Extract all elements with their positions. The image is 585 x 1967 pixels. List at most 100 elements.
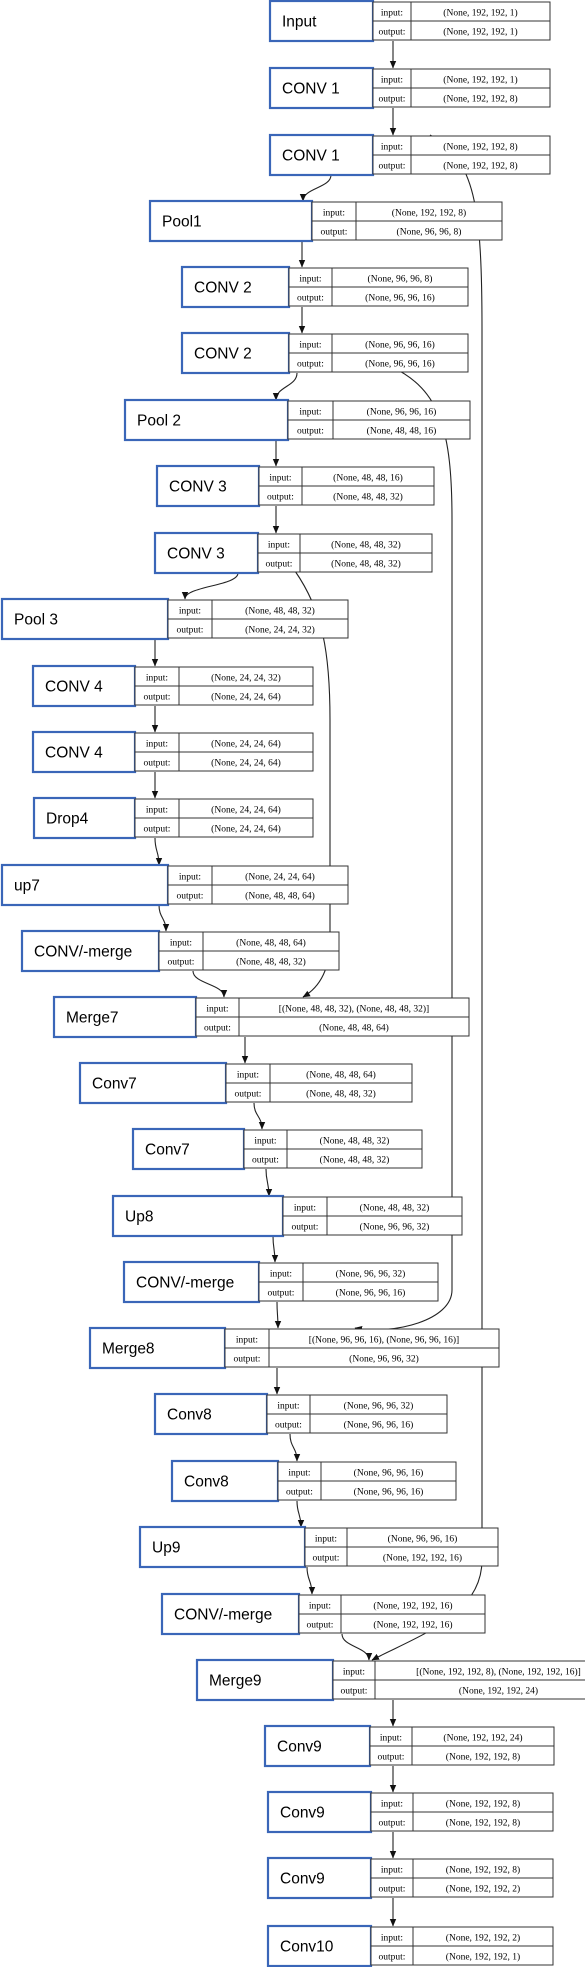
input-shape: [(None, 192, 192, 8), (None, 192, 192, 1… xyxy=(416,1667,581,1678)
layer-box xyxy=(155,464,261,508)
output-label: output: xyxy=(234,1355,261,1365)
layer-box xyxy=(170,1459,280,1503)
output-shape: (None, 192, 192, 8) xyxy=(446,1752,520,1763)
output-label: output: xyxy=(204,1024,231,1034)
input-label: input: xyxy=(270,1270,292,1280)
output-shape: (None, 96, 96, 32) xyxy=(360,1222,430,1233)
edge-arrow xyxy=(272,372,298,401)
layer-name: Conv10 xyxy=(280,1939,334,1956)
input-shape: (None, 48, 48, 64) xyxy=(306,1070,376,1081)
input-label: input: xyxy=(309,1602,331,1612)
layer-box xyxy=(123,398,290,442)
input-shape: (None, 192, 192, 2) xyxy=(446,1933,520,1944)
layer-box xyxy=(268,66,375,110)
output-shape: (None, 192, 192, 16) xyxy=(373,1620,452,1631)
input-label: input: xyxy=(146,806,168,816)
edge-arrow xyxy=(296,1500,305,1528)
input-label: input: xyxy=(299,275,321,285)
edge-arrow xyxy=(341,1633,373,1661)
output-shape: (None, 48, 48, 32) xyxy=(306,1089,376,1100)
output-label: output: xyxy=(144,825,171,835)
layer-box xyxy=(268,0,375,43)
layer-name: CONV/-merge xyxy=(174,1607,272,1624)
input-shape: (None, 48, 48, 32) xyxy=(331,540,401,551)
output-label: output: xyxy=(286,1488,313,1498)
layer-box xyxy=(88,1326,227,1370)
layer-name: Conv8 xyxy=(184,1474,229,1491)
layer-name: Conv9 xyxy=(280,1805,325,1822)
output-shape: (None, 48, 48, 32) xyxy=(236,957,306,968)
layer-name: Conv9 xyxy=(280,1871,325,1888)
input-shape: (None, 24, 24, 64) xyxy=(245,872,315,883)
output-label: output: xyxy=(379,1953,406,1963)
input-label: input: xyxy=(380,1734,402,1744)
layer-box xyxy=(268,133,375,177)
output-label: output: xyxy=(378,1753,405,1763)
input-shape: (None, 192, 192, 8) xyxy=(446,1865,520,1876)
output-shape: (None, 96, 96, 32) xyxy=(349,1354,419,1365)
layer-box xyxy=(78,1061,228,1105)
edge-arrow xyxy=(158,904,170,932)
input-shape: (None, 96, 96, 16) xyxy=(365,340,435,351)
input-shape: (None, 192, 192, 1) xyxy=(443,75,517,86)
layer-name: CONV/-merge xyxy=(136,1275,234,1292)
input-label: input: xyxy=(299,341,321,351)
input-shape: (None, 192, 192, 1) xyxy=(443,8,517,19)
output-shape: (None, 192, 192, 8) xyxy=(443,94,517,105)
input-shape: (None, 48, 48, 32) xyxy=(360,1203,430,1214)
output-shape: (None, 96, 96, 16) xyxy=(344,1420,414,1431)
output-label: output: xyxy=(379,28,406,38)
layer-name: CONV 1 xyxy=(282,81,340,98)
input-label: input: xyxy=(170,939,192,949)
edge-arrow xyxy=(306,1566,316,1595)
input-label: input: xyxy=(381,76,403,86)
layer-box xyxy=(148,199,314,243)
output-shape: (None, 24, 24, 64) xyxy=(211,692,281,703)
layer-box xyxy=(153,531,260,575)
input-shape: (None, 192, 192, 8) xyxy=(446,1799,520,1810)
layer-name: Up8 xyxy=(125,1209,153,1226)
layer-name: CONV 4 xyxy=(45,679,103,696)
output-shape: (None, 192, 192, 2) xyxy=(446,1884,520,1895)
layer-box xyxy=(31,664,137,708)
input-shape: (None, 96, 96, 16) xyxy=(354,1468,424,1479)
output-label: output: xyxy=(177,626,204,636)
input-shape: (None, 48, 48, 32) xyxy=(245,606,315,617)
output-shape: (None, 192, 192, 8) xyxy=(446,1818,520,1829)
layer-name: Pool 3 xyxy=(14,612,58,629)
edge-arrow xyxy=(289,1433,301,1462)
output-label: output: xyxy=(297,360,324,370)
output-label: output: xyxy=(297,294,324,304)
layer-box xyxy=(160,1592,301,1636)
input-shape: (None, 96, 96, 32) xyxy=(336,1269,406,1280)
layer-box xyxy=(0,597,170,641)
input-label: input: xyxy=(254,1137,276,1147)
output-label: output: xyxy=(144,759,171,769)
input-shape: (None, 96, 96, 16) xyxy=(367,407,437,418)
layer-name: Pool 2 xyxy=(137,413,181,430)
output-label: output: xyxy=(275,1421,302,1431)
output-shape: (None, 96, 96, 8) xyxy=(397,227,462,238)
input-label: input: xyxy=(315,1535,337,1545)
input-shape: (None, 24, 24, 64) xyxy=(211,805,281,816)
output-shape: (None, 192, 192, 1) xyxy=(446,1952,520,1963)
edge-arrow xyxy=(274,1301,282,1329)
edge-arrow xyxy=(299,174,332,202)
